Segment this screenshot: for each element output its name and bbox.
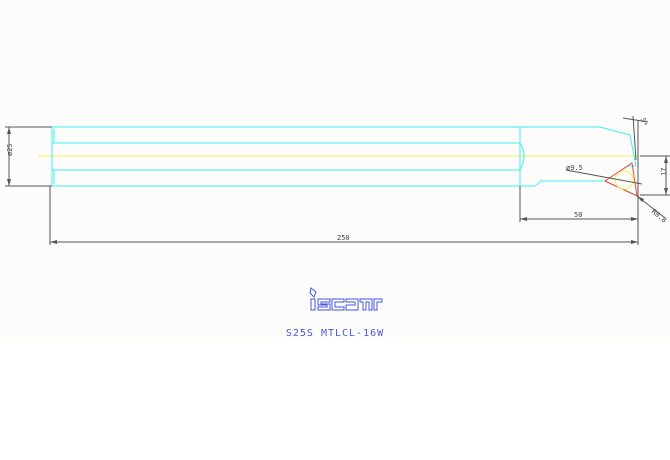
dim-angle: 5° — [639, 117, 648, 127]
dim-overall-length: 250 — [337, 234, 350, 242]
dim-offset: 17 — [660, 168, 668, 176]
drawing-sheet — [0, 0, 670, 342]
dimension-arrows — [7, 127, 668, 244]
dim-corner-radius: R0.8 — [650, 208, 668, 225]
shank-outline — [51, 126, 637, 196]
brand-logo — [309, 287, 383, 311]
insert — [603, 162, 638, 197]
dimension-labels: ø25 250 50 ø9.5 17 R0.8 5° — [6, 117, 668, 242]
part-number-label: S25S MTLCL-16W — [285, 328, 385, 339]
dim-min-bore: ø9.5 — [566, 164, 583, 172]
dim-head-length: 50 — [574, 211, 582, 219]
dim-shank-diameter: ø25 — [6, 143, 14, 156]
